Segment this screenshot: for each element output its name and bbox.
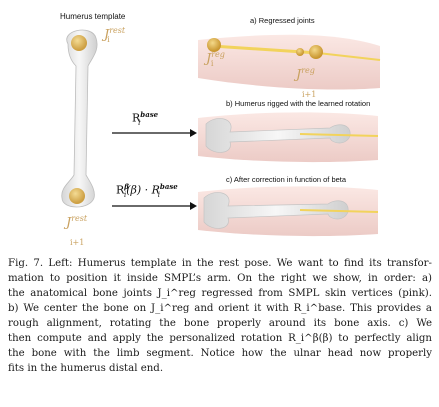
panel-c <box>198 186 379 237</box>
panel-c-title: c) After correction in function of beta <box>226 175 347 184</box>
caption-line: then compute and apply the personalized … <box>8 333 432 344</box>
panel-a-title: a) Regressed joints <box>250 16 315 25</box>
formula-c: Rβi(β) · Rbasei <box>116 182 178 199</box>
panel-b <box>198 112 379 163</box>
caption-line: b) We center the bone on J_i^reg and ori… <box>8 303 432 314</box>
figure-caption: Fig. 7. Left: Humerus template in the re… <box>8 256 432 376</box>
joint-rest-top <box>71 35 87 51</box>
caption-line: rough alignment, rotating the bone prope… <box>8 318 432 329</box>
caption-line: the bone with the limb segment. Notice h… <box>8 348 432 359</box>
formula-b: Rbasei <box>132 110 159 127</box>
humerus-template <box>61 29 98 208</box>
joint-rest-bottom <box>69 188 85 204</box>
figure-graphics <box>61 29 381 237</box>
caption-line: fits in the humerus distal end. <box>8 363 164 374</box>
joint-reg-i1 <box>309 45 323 59</box>
label-rest-top: Jresti <box>104 26 126 44</box>
panel-a <box>198 34 381 90</box>
caption-line: Fig. 7. Left: Humerus template in the re… <box>8 258 432 269</box>
caption-line: the anatomical bone joints J_i^reg regre… <box>8 288 432 299</box>
caption-line: mation to position it inside SMPL’s arm.… <box>8 273 432 284</box>
template-title: Humerus template <box>60 12 126 21</box>
joint-reg-i <box>207 38 221 52</box>
label-reg-left: Jregi <box>206 50 225 68</box>
panel-b-title: b) Humerus rigged with the learned rotat… <box>226 99 371 108</box>
